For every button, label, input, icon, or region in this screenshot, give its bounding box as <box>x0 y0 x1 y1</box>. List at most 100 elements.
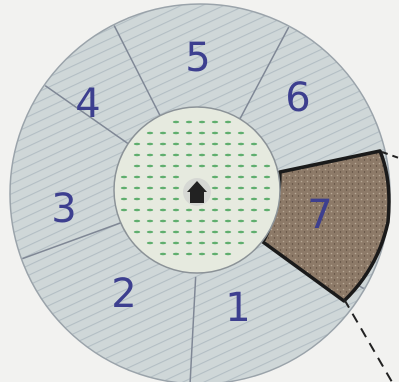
dot-mark <box>173 209 179 212</box>
dot-mark <box>134 198 140 201</box>
dot-mark <box>121 209 127 212</box>
dot-mark <box>160 198 166 201</box>
segment-label-5: 5 <box>185 35 210 81</box>
dot-mark <box>186 209 192 212</box>
segment-label-6: 6 <box>285 75 310 121</box>
dot-mark <box>199 220 205 223</box>
dot-mark <box>134 165 140 168</box>
dot-mark <box>225 242 231 245</box>
dot-mark <box>186 143 192 146</box>
dot-mark <box>147 242 153 245</box>
dot-mark <box>173 154 179 157</box>
dot-mark <box>147 198 153 201</box>
dot-mark <box>173 176 179 179</box>
dot-mark <box>251 231 257 234</box>
dot-mark <box>251 187 257 190</box>
dot-mark <box>212 231 218 234</box>
dot-mark <box>134 209 140 212</box>
dot-mark <box>160 165 166 168</box>
dot-mark <box>160 209 166 212</box>
segment-label-7: 7 <box>307 192 332 238</box>
dot-mark <box>134 231 140 234</box>
dot-mark <box>121 198 127 201</box>
dot-mark <box>238 165 244 168</box>
dot-mark <box>212 187 218 190</box>
dot-mark <box>147 132 153 135</box>
dot-mark <box>134 154 140 157</box>
dot-mark <box>238 132 244 135</box>
dot-mark <box>173 198 179 201</box>
dot-mark <box>147 220 153 223</box>
dot-mark <box>186 253 192 256</box>
dot-mark <box>186 121 192 124</box>
dot-mark <box>147 209 153 212</box>
dot-mark <box>160 242 166 245</box>
dot-mark <box>160 154 166 157</box>
dot-mark <box>212 253 218 256</box>
dot-mark <box>212 143 218 146</box>
dot-mark <box>147 231 153 234</box>
dot-mark <box>173 132 179 135</box>
segment-label-1: 1 <box>225 285 250 331</box>
dot-mark <box>251 209 257 212</box>
dot-mark <box>199 209 205 212</box>
dot-mark <box>199 154 205 157</box>
dot-mark <box>225 121 231 124</box>
segment-label-3: 3 <box>51 186 76 232</box>
dot-mark <box>134 143 140 146</box>
segment-label-2: 2 <box>111 271 136 317</box>
dot-mark <box>160 187 166 190</box>
dot-mark <box>199 242 205 245</box>
dot-mark <box>199 231 205 234</box>
dot-mark <box>121 187 127 190</box>
dot-mark <box>173 253 179 256</box>
dot-mark <box>173 165 179 168</box>
dot-mark <box>186 242 192 245</box>
house-icon <box>183 178 211 206</box>
dot-mark <box>134 187 140 190</box>
dot-mark <box>186 132 192 135</box>
dot-mark <box>225 209 231 212</box>
dot-mark <box>173 220 179 223</box>
dot-mark <box>134 220 140 223</box>
dot-mark <box>186 231 192 234</box>
dot-mark <box>160 132 166 135</box>
dot-mark <box>160 231 166 234</box>
dot-mark <box>186 154 192 157</box>
dot-mark <box>199 165 205 168</box>
dot-mark <box>225 220 231 223</box>
dot-mark <box>264 176 270 179</box>
dot-mark <box>160 220 166 223</box>
dot-mark <box>147 154 153 157</box>
dot-mark <box>212 165 218 168</box>
dot-mark <box>264 209 270 212</box>
dot-mark <box>251 154 257 157</box>
dot-mark <box>264 198 270 201</box>
dot-mark <box>173 187 179 190</box>
dot-mark <box>225 231 231 234</box>
dot-mark <box>238 187 244 190</box>
dot-mark <box>225 176 231 179</box>
dot-mark <box>147 176 153 179</box>
dot-mark <box>238 209 244 212</box>
dot-mark <box>173 121 179 124</box>
dot-mark <box>186 220 192 223</box>
dot-mark <box>251 176 257 179</box>
dot-mark <box>251 165 257 168</box>
dot-mark <box>160 176 166 179</box>
dot-mark <box>212 121 218 124</box>
dot-mark <box>173 242 179 245</box>
dot-mark <box>160 143 166 146</box>
dot-mark <box>186 165 192 168</box>
dot-mark <box>238 154 244 157</box>
dot-mark <box>225 132 231 135</box>
dot-mark <box>199 143 205 146</box>
dot-mark <box>238 242 244 245</box>
dot-mark <box>225 198 231 201</box>
dot-mark <box>225 154 231 157</box>
dot-mark <box>251 143 257 146</box>
segment-label-4: 4 <box>75 81 100 127</box>
dot-mark <box>173 143 179 146</box>
dot-mark <box>225 187 231 190</box>
